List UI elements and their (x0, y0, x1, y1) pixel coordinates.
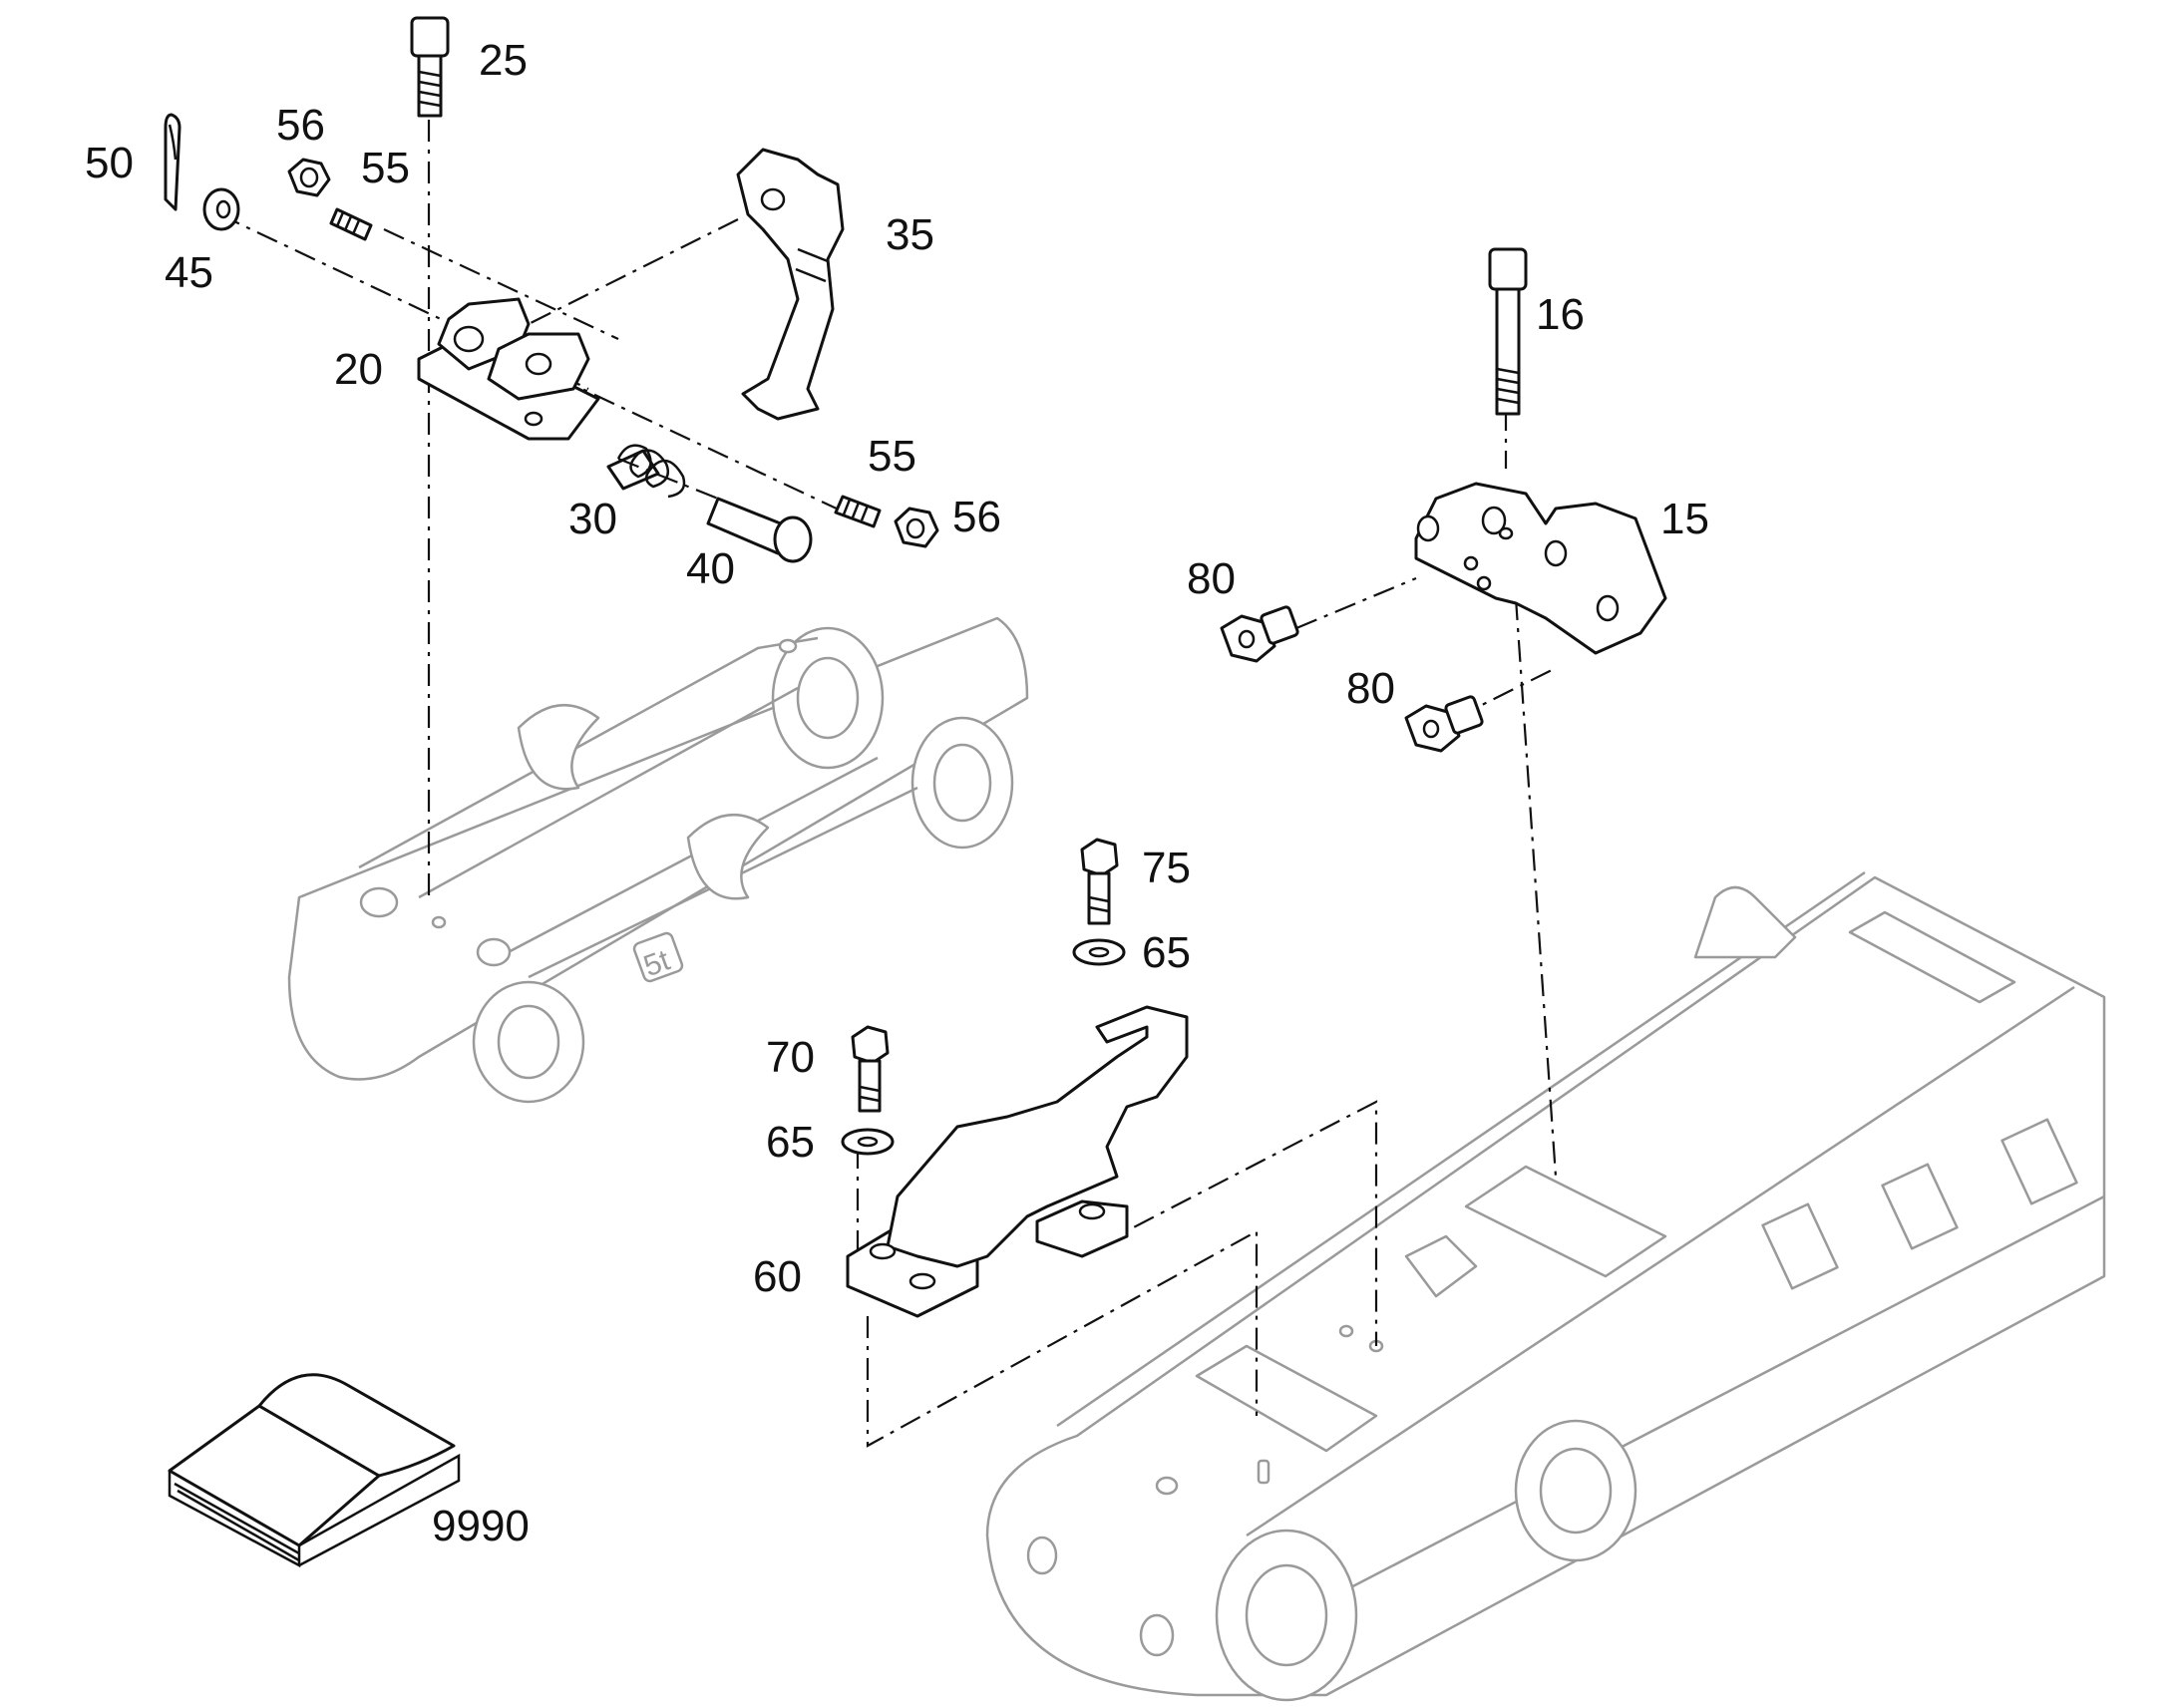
cotter-pin-50 (164, 113, 182, 211)
operator-manual-9990-icon (168, 1373, 461, 1568)
washer-65-upper (1072, 938, 1126, 966)
callout-40: 40 (686, 544, 735, 593)
callout-56-top: 56 (276, 101, 325, 150)
cap-screw-16 (1488, 247, 1528, 416)
callout-35: 35 (886, 210, 934, 259)
set-screw-55-bottom (834, 495, 882, 528)
bracket-20 (417, 297, 600, 441)
hex-nut-56-bottom (894, 507, 939, 548)
mounting-block-15 (1414, 482, 1667, 655)
callout-50: 50 (85, 139, 134, 187)
callout-75: 75 (1142, 844, 1191, 892)
callout-80-upper: 80 (1187, 554, 1236, 603)
coupler-adapter-ghost: 5t (287, 616, 1029, 1104)
callout-55-top: 55 (361, 144, 410, 192)
callout-25: 25 (479, 36, 528, 85)
washer-45 (202, 187, 240, 231)
arm-ghost (985, 870, 2106, 1702)
callout-65-lower: 65 (766, 1118, 815, 1167)
cap-screw-25 (410, 16, 450, 118)
callout-80-lower: 80 (1346, 664, 1395, 713)
washer-65-lower (841, 1128, 895, 1156)
spring-30 (606, 444, 686, 499)
callout-70: 70 (766, 1033, 815, 1082)
hex-bolt-80-lower (1404, 695, 1484, 753)
callout-labels: 25 50 56 55 45 35 20 55 30 56 40 16 15 8… (85, 36, 1709, 1550)
callout-9990: 9990 (432, 1502, 530, 1550)
callout-65-upper: 65 (1142, 928, 1191, 977)
callout-20: 20 (334, 345, 383, 394)
hex-nut-56-top (287, 158, 331, 197)
bolt-70 (851, 1025, 890, 1113)
set-screw-55-top (329, 207, 373, 241)
callout-30: 30 (568, 495, 617, 543)
support-bracket-60 (846, 1005, 1189, 1318)
callout-16: 16 (1536, 290, 1585, 339)
callout-15: 15 (1660, 495, 1709, 543)
callout-45: 45 (165, 248, 213, 297)
pin-40 (706, 497, 813, 563)
callout-56-bottom: 56 (952, 493, 1001, 541)
latch-hook-35 (736, 148, 845, 421)
hex-bolt-80-upper (1220, 605, 1299, 663)
callout-55-bottom: 55 (868, 432, 916, 481)
bolt-75 (1080, 838, 1119, 925)
callout-60: 60 (753, 1252, 802, 1301)
